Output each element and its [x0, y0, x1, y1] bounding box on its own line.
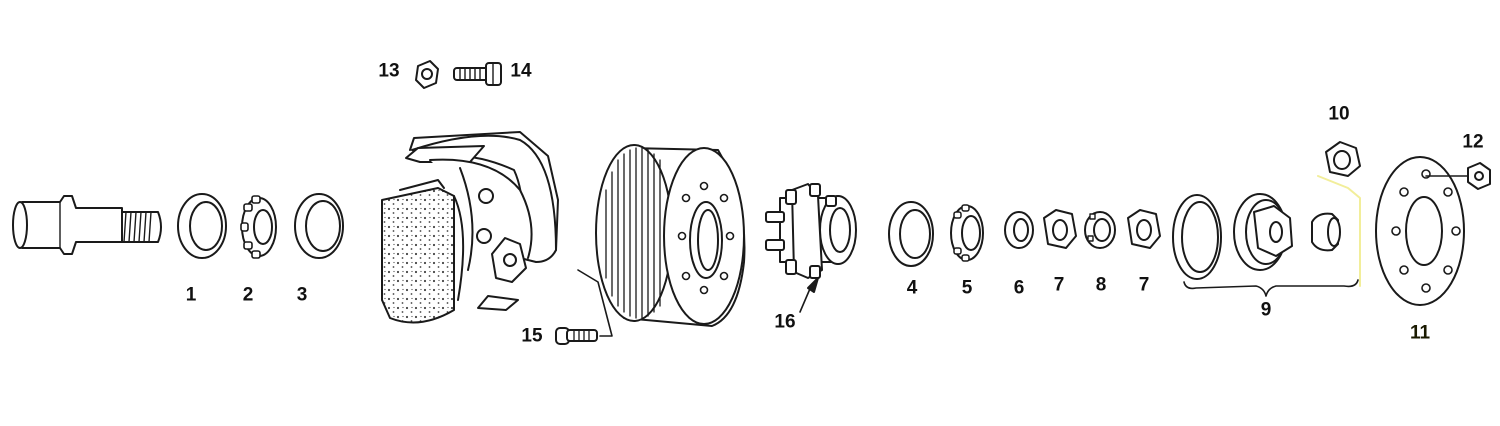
washer [1004, 211, 1034, 249]
label-part-9: 9 [1260, 299, 1272, 321]
nut-retainer [1084, 211, 1116, 249]
label-part-4: 4 [906, 277, 918, 299]
label-part-15: 15 [521, 325, 543, 347]
grease-seal [294, 193, 344, 259]
nut-13 [415, 60, 439, 89]
brake-assembly [381, 131, 559, 324]
label-part-1: 1 [185, 284, 197, 306]
hub [765, 183, 857, 313]
label-part-7a: 7 [1053, 274, 1065, 296]
inner-bearing-cup [177, 193, 227, 259]
label-part-7b: 7 [1138, 274, 1150, 296]
outer-bearing-cup [888, 201, 934, 267]
bolt-14 [453, 62, 502, 86]
label-part-2: 2 [242, 284, 254, 306]
spindle-nut-7b [1127, 209, 1161, 249]
brake-drum [595, 144, 746, 327]
spindle [12, 195, 162, 255]
label-part-12: 12 [1462, 131, 1484, 153]
stud-nut-12 [1425, 162, 1491, 190]
wheel-plate [1375, 156, 1465, 306]
lug-nut [1325, 141, 1361, 177]
label-part-13: 13 [378, 60, 400, 82]
inner-bearing-cone [240, 195, 277, 259]
dust-cap-kit [1172, 193, 1359, 297]
label-part-10: 10 [1328, 103, 1350, 125]
highlight-bracket [1317, 175, 1361, 287]
label-part-3: 3 [296, 284, 308, 306]
label-part-6: 6 [1013, 277, 1025, 299]
label-part-8: 8 [1095, 274, 1107, 296]
label-part-11: 11 [1409, 322, 1431, 344]
spindle-nut-7a [1043, 209, 1077, 249]
bolt-15 [555, 269, 613, 345]
label-part-14: 14 [510, 60, 532, 82]
outer-bearing-cone [950, 204, 984, 262]
label-part-5: 5 [961, 277, 973, 299]
label-part-16: 16 [774, 311, 796, 333]
